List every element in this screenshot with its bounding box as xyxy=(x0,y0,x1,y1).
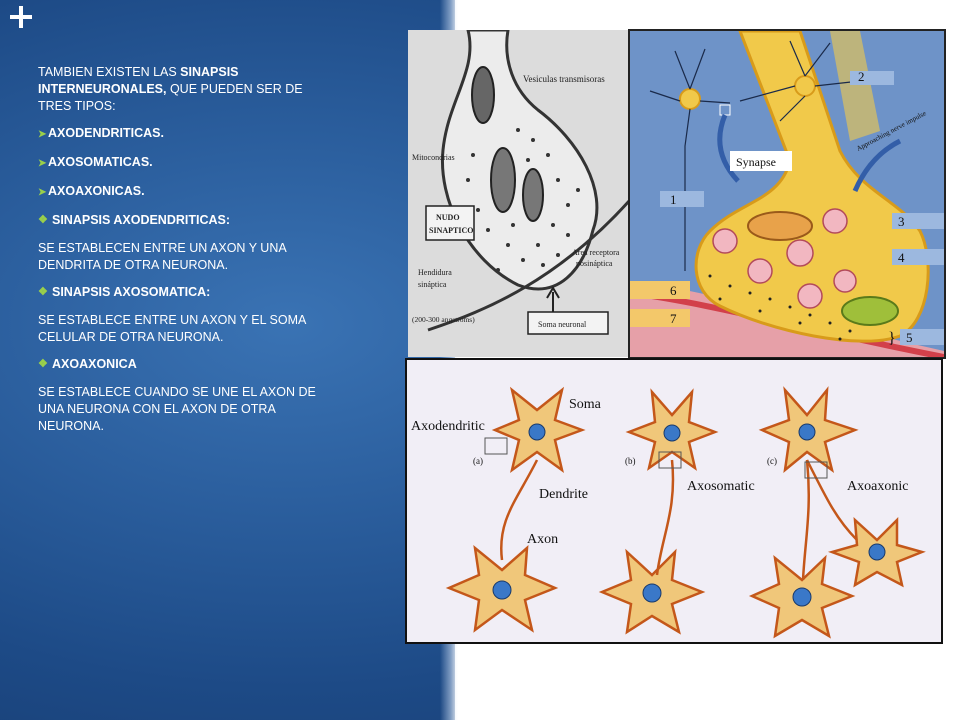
synapse-types-figure: Axodendritic Soma Dendrite Axon Axosomat… xyxy=(405,358,943,644)
label-soma: Soma xyxy=(569,397,602,412)
label-slot-7 xyxy=(630,309,690,327)
label-number-5: 5 xyxy=(906,330,913,345)
brace-glyph: } xyxy=(888,330,896,347)
section-body: SE ESTABLECE CUANDO SE UNE EL AXON DE UN… xyxy=(38,385,316,433)
label-angstroms: (200-300 angstroms) xyxy=(412,315,475,324)
label-soma-neuronal: Soma neuronal xyxy=(538,320,587,329)
mitochondrion xyxy=(471,66,495,124)
arrow-up-icon xyxy=(546,286,560,312)
mitochondrion xyxy=(841,296,899,326)
mitochondrion xyxy=(747,211,813,241)
label-synapse: Synapse xyxy=(736,155,776,169)
box-c xyxy=(804,461,828,479)
neuron-body xyxy=(794,75,816,97)
label-number-6: 6 xyxy=(670,283,677,298)
label-number-3: 3 xyxy=(898,214,905,229)
label-sinaptico: SINAPTICO xyxy=(429,226,473,235)
diamond-bullet-icon: ❖ xyxy=(38,358,48,370)
label-number-7: 7 xyxy=(670,311,677,326)
label-axodendritic: Axodendritic xyxy=(411,419,485,434)
plus-icon xyxy=(10,6,32,28)
lower-neurons xyxy=(445,516,926,639)
section-body: SE ESTABLECEN ENTRE UN AXON Y UNA DENDRI… xyxy=(38,241,286,272)
label-b: (b) xyxy=(625,456,636,466)
section-heading: ❖AXOAXONICA xyxy=(38,357,137,371)
dendrites xyxy=(649,40,861,271)
vesicles xyxy=(712,208,857,309)
axon-shaft xyxy=(830,31,880,141)
label-area-receptora: Area receptora xyxy=(572,248,620,257)
label-axoaxonic: Axoaxonic xyxy=(847,479,908,494)
neurotransmitter-dots xyxy=(708,274,852,341)
synapse-figure: Synapse Approaching nerve impulse 2 1 3 … xyxy=(628,29,946,359)
nudo-box xyxy=(425,205,475,241)
label-slot-5 xyxy=(900,329,944,345)
label-slot-1 xyxy=(660,191,704,207)
box-a xyxy=(484,437,508,455)
arrow-bullet-icon: ➤ xyxy=(38,129,47,140)
label-a: (a) xyxy=(473,456,483,466)
synaptic-knob-drawing: Vesiculas transmisoras Mitocondrias NUDO… xyxy=(412,30,630,335)
mitochondrion xyxy=(522,168,544,222)
type-item: ➤AXOSOMATICAS. xyxy=(38,154,338,172)
label-mitocondrias: Mitocondrias xyxy=(412,153,455,162)
label-slot-6 xyxy=(630,281,690,299)
label-hendidura: Hendidura xyxy=(418,268,452,277)
diamond-bullet-icon: ❖ xyxy=(38,286,48,298)
label-number-2: 2 xyxy=(858,69,865,84)
arrow-bullet-icon: ➤ xyxy=(38,187,47,198)
label-slot-4 xyxy=(892,249,944,265)
section-heading: ❖SINAPSIS AXOSOMATICA: xyxy=(38,285,211,299)
neuron-body xyxy=(679,88,701,110)
arrow-icon xyxy=(717,114,740,183)
vesicles xyxy=(466,128,580,272)
synapse-types-drawing: Axodendritic Soma Dendrite Axon Axosomat… xyxy=(411,386,926,639)
label-slot-3 xyxy=(892,213,944,229)
diamond-bullet-icon: ❖ xyxy=(38,214,48,226)
soma-box xyxy=(527,311,609,335)
label-axon: Axon xyxy=(527,532,558,547)
postsynaptic-membrane xyxy=(427,198,630,332)
mitochondrion xyxy=(490,147,516,213)
arrow-icon xyxy=(852,138,902,192)
label-c: (c) xyxy=(767,456,777,466)
label-posinaptico: posináptica xyxy=(576,259,613,268)
type-item: ➤AXODENDRITICAS. xyxy=(38,125,338,143)
label-vesiculas: Vesiculas transmisoras xyxy=(523,74,605,84)
type-item: ➤AXOAXONICAS. xyxy=(38,183,338,201)
label-number-1: 1 xyxy=(670,192,677,207)
nuclei xyxy=(492,423,886,607)
text-column: TAMBIEN EXISTEN LAS SINAPSIS INTERNEURON… xyxy=(38,64,338,445)
label-slot-2 xyxy=(850,71,894,85)
axons xyxy=(499,459,858,581)
synapse-drawing: Synapse Approaching nerve impulse 2 1 3 … xyxy=(630,31,944,357)
arrow-bullet-icon: ➤ xyxy=(38,158,47,169)
box-b xyxy=(658,451,682,469)
label-nudo: NUDO xyxy=(436,213,460,222)
synapse-label-box xyxy=(730,151,792,171)
section-heading: ❖SINAPSIS AXODENDRITICAS: xyxy=(38,213,231,227)
intro-paragraph: TAMBIEN EXISTEN LAS SINAPSIS INTERNEURON… xyxy=(38,65,303,113)
label-axosomatic: Axosomatic xyxy=(687,479,755,494)
label-number-4: 4 xyxy=(898,250,905,265)
synaptic-knob-figure: Vesiculas transmisoras Mitocondrias NUDO… xyxy=(408,30,630,357)
section-body: SE ESTABLECE ENTRE UN AXON Y EL SOMA CEL… xyxy=(38,313,306,344)
label-sinaptica: sináptica xyxy=(418,280,447,289)
label-dendrite: Dendrite xyxy=(539,487,588,502)
